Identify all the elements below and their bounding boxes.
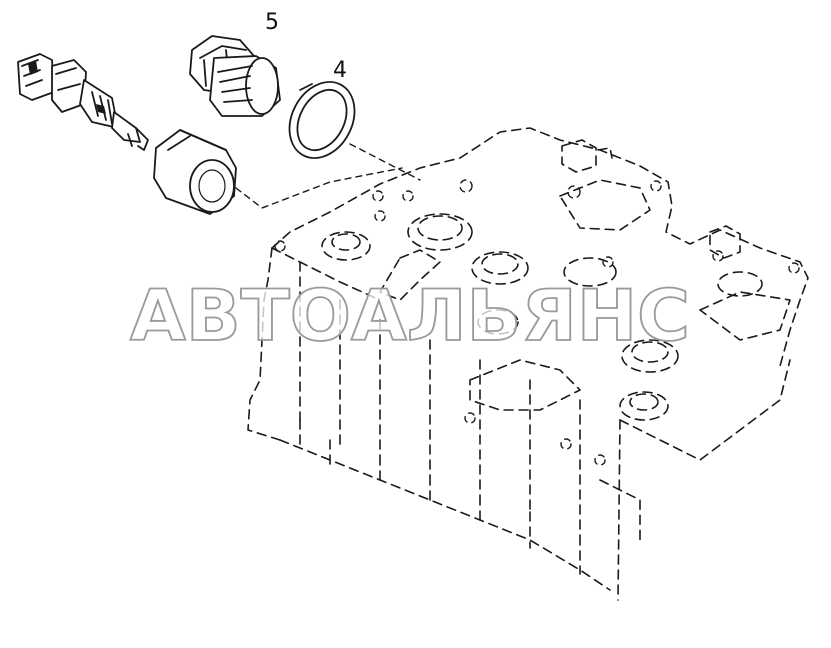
bushing: [153, 129, 237, 215]
seal-ring-part-4: [288, 81, 356, 159]
cylinder-head: [247, 127, 809, 601]
callout-number-5: 5: [265, 10, 279, 35]
plug-part-5: [189, 35, 281, 117]
temperature-sensor: [17, 53, 149, 151]
leader-lines: [235, 143, 421, 209]
watermark: АВТОАЛЬЯНС: [129, 276, 691, 356]
callout-number-4: 4: [333, 58, 347, 83]
watermark-text: АВТОАЛЬЯНС: [130, 276, 690, 356]
